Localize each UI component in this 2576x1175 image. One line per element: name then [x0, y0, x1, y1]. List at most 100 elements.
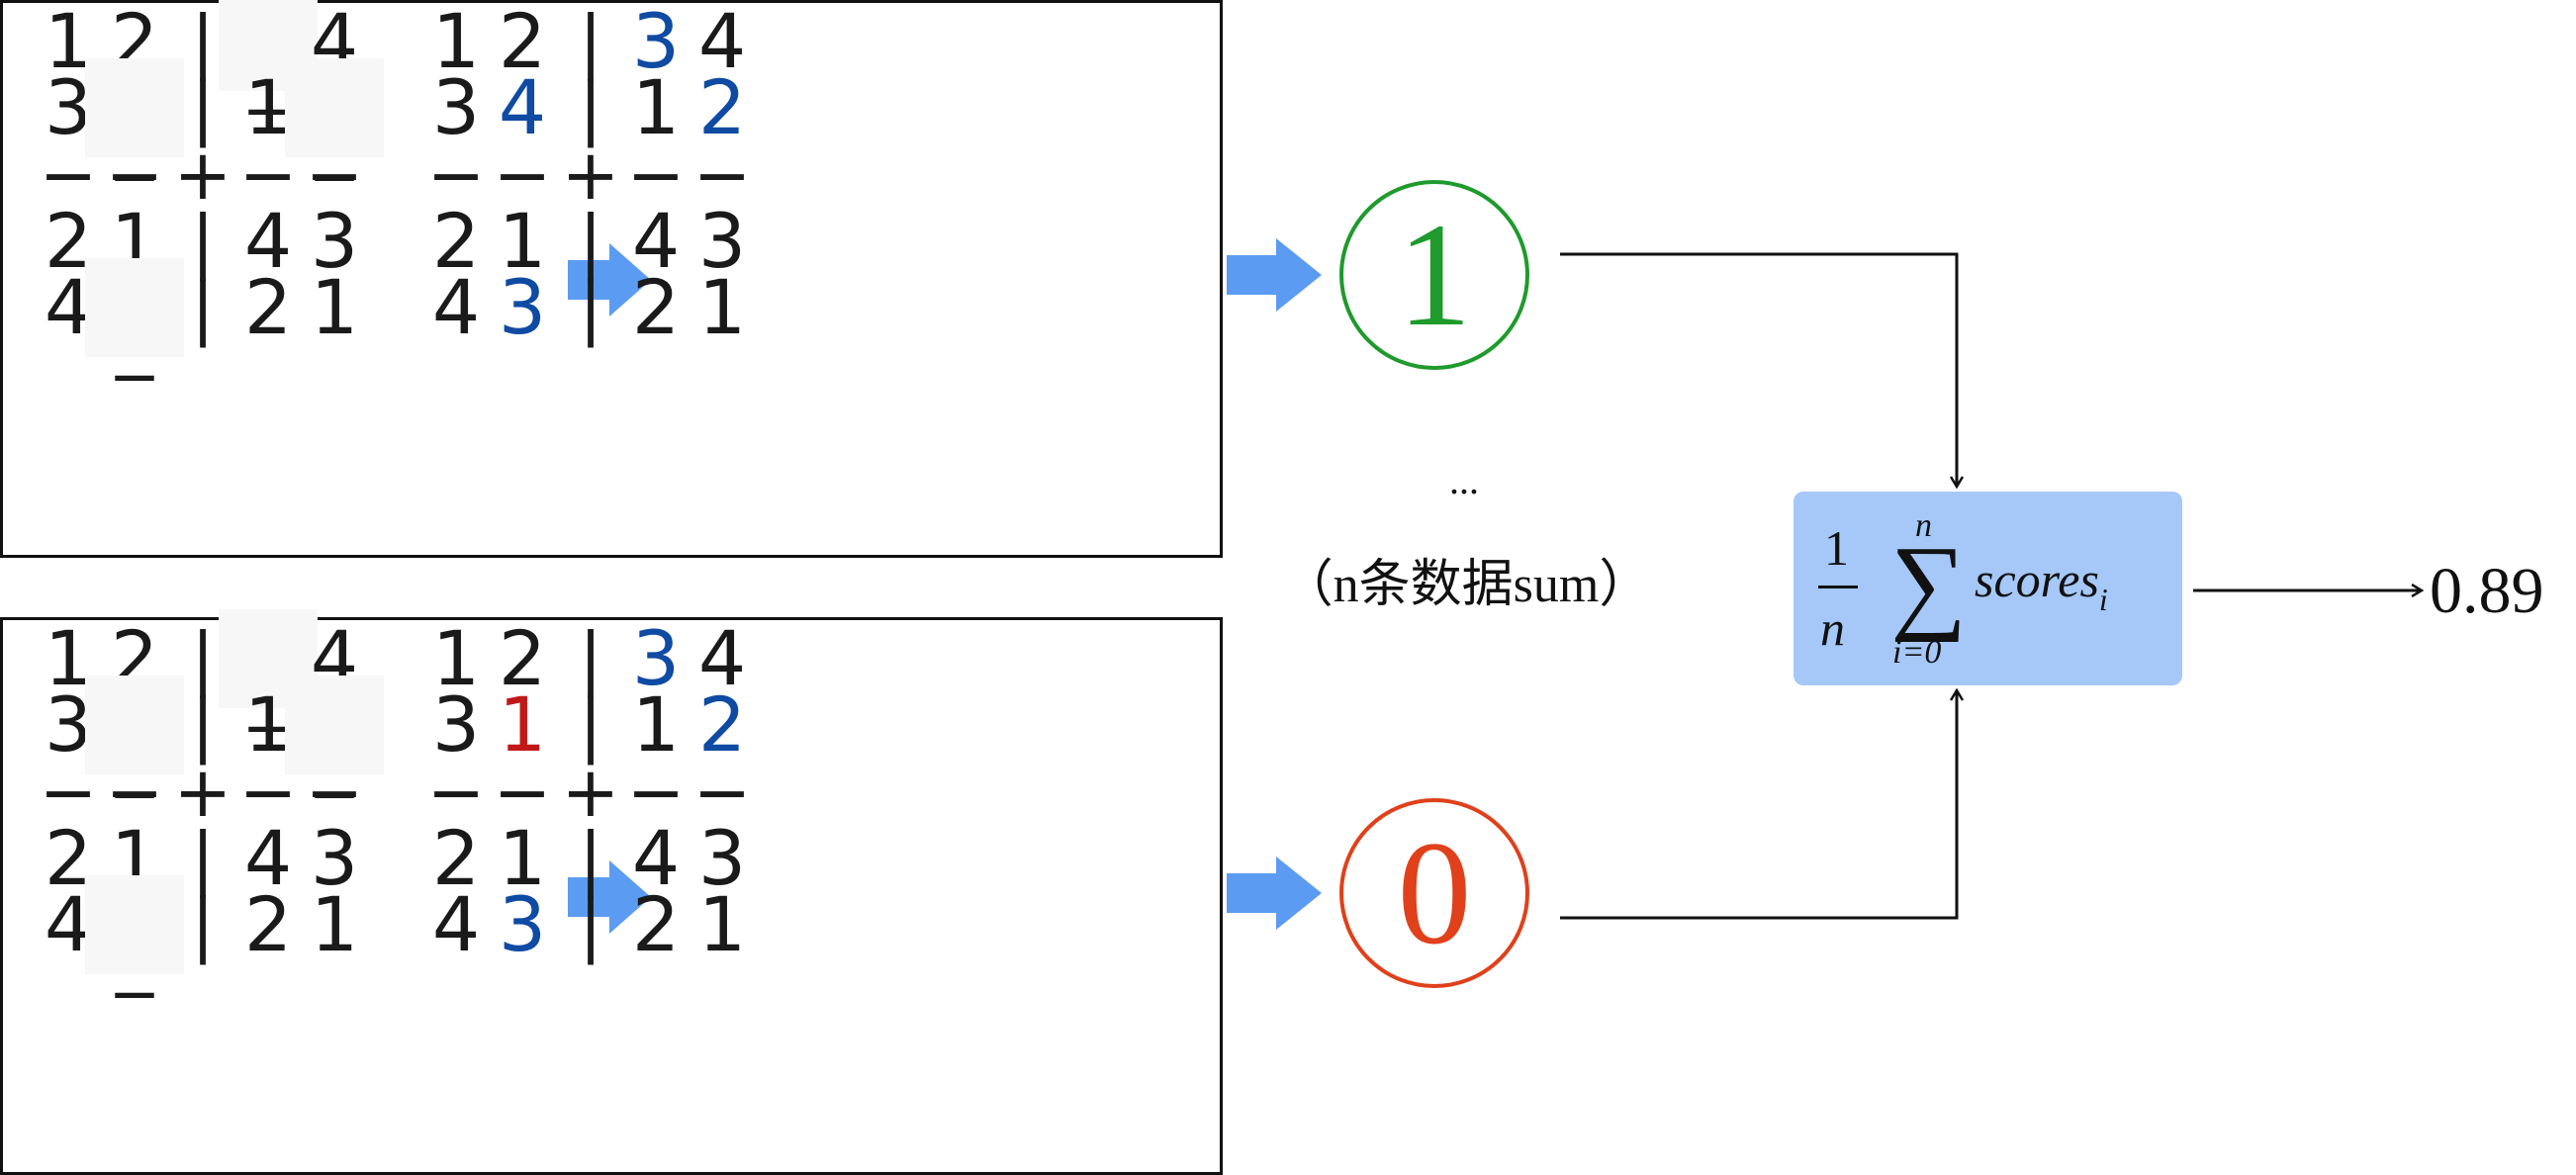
grid-separator: −: [238, 135, 298, 216]
grid-separator: |: [191, 818, 215, 899]
connector-top: [1560, 252, 1957, 487]
filled-cell: 4: [498, 63, 547, 151]
grid-separator: −: [105, 135, 164, 216]
arrow-right-icon: [568, 243, 651, 316]
filled-cell: 3: [498, 880, 547, 968]
grid-cell: 2: [431, 197, 481, 285]
grid-separator: −: [493, 752, 552, 833]
grid-cell: 1: [697, 263, 747, 351]
grid-cell: 2: [44, 197, 93, 285]
grid-cell: 4: [44, 880, 93, 968]
grid-separator: |: [191, 884, 215, 965]
grid-cell: 1: [631, 63, 681, 151]
grid-separator: |: [579, 618, 602, 699]
grid-cell: 1: [310, 880, 359, 968]
grid-cell: 4: [697, 0, 747, 85]
grid-separator: |: [191, 267, 215, 348]
filled-cell: 2: [697, 63, 747, 151]
score-value: 0: [1397, 811, 1472, 975]
grid-cell: 4: [44, 263, 93, 351]
grid-cell: 4: [631, 814, 681, 902]
grid-separator: −: [692, 752, 752, 833]
filled-cell: 3: [631, 0, 681, 85]
grid-cell: 2: [498, 0, 547, 85]
grid-separator: |: [579, 1, 602, 82]
empty-cell: _: [85, 258, 184, 375]
grid-cell: 3: [697, 197, 747, 285]
grid-cell: 2: [431, 814, 481, 902]
grid-cell: 1: [498, 814, 547, 902]
grid-cell: 4: [243, 814, 293, 902]
grid-cell: 2: [631, 263, 681, 351]
grid-cell: 2: [243, 263, 293, 351]
grid-cell: 1: [431, 614, 481, 702]
grid-cell: 1: [44, 614, 93, 702]
result-value: 0.89: [2430, 555, 2544, 627]
grid-separator: |: [579, 67, 602, 148]
grid-cell: 3: [697, 814, 747, 902]
grid-separator: −: [426, 135, 486, 216]
grid-cell: 4: [631, 197, 681, 285]
grid-separator: −: [626, 135, 686, 216]
grid-separator: +: [561, 135, 620, 216]
grid-cell: 1: [631, 680, 681, 768]
wrong-filled-cell: 1: [498, 680, 547, 768]
grid-separator: |: [191, 684, 215, 766]
empty-cell: _: [285, 676, 384, 792]
grid-cell: 3: [44, 680, 93, 768]
grid-cell: 2: [243, 880, 293, 968]
sum-lower-limit: i=0: [1892, 634, 1942, 671]
grid-cell: 3: [310, 814, 359, 902]
grid-separator: −: [493, 135, 552, 216]
grid-separator: +: [173, 752, 232, 833]
scores-subscript: i: [2098, 582, 2108, 617]
grid-cell: 3: [44, 63, 93, 151]
grid-separator: |: [191, 201, 215, 282]
grid-separator: +: [173, 135, 232, 216]
grid-cell: 1: [431, 0, 481, 85]
grid-separator: |: [579, 684, 602, 766]
arrow-right-icon: [568, 860, 651, 934]
grid-cell: 2: [631, 880, 681, 968]
grid-cell: 3: [431, 63, 481, 151]
grid-cell: 4: [697, 614, 747, 702]
empty-cell: _: [85, 676, 184, 792]
filled-cell: 3: [631, 614, 681, 702]
grid-cell: 1: [697, 880, 747, 968]
sigma-symbol: ∑: [1890, 525, 1967, 643]
filled-cell: 2: [697, 680, 747, 768]
grid-cell: 4: [431, 263, 481, 351]
grid-separator: |: [579, 884, 602, 965]
score-value: 1: [1397, 193, 1472, 357]
sum-upper-limit: n: [1915, 507, 1932, 544]
grid-cell: 2: [498, 614, 547, 702]
grid-cell: 1: [310, 263, 359, 351]
grid-separator: |: [191, 67, 215, 148]
grid-separator: −: [105, 752, 164, 833]
grid-separator: +: [561, 752, 620, 833]
fraction-denominator: n: [1820, 600, 1845, 656]
grid-cell: 1: [44, 0, 93, 85]
grid-cell: 4: [243, 197, 293, 285]
average-formula-box: 1 n n ∑ i=0 scoresi: [1794, 492, 2182, 685]
grid-separator: |: [191, 618, 215, 699]
filled-cell: 3: [498, 263, 547, 351]
ellipsis: ...: [1449, 458, 1479, 502]
grid-cell: 2: [44, 814, 93, 902]
arrow-right-icon: [1227, 857, 1322, 930]
grid-separator: |: [191, 1, 215, 82]
grid-separator: −: [692, 135, 752, 216]
grid-cell: 4: [431, 880, 481, 968]
connector-bottom: [1560, 690, 1957, 920]
score-circle-wrong: 0: [1339, 798, 1529, 988]
grid-separator: |: [579, 201, 602, 282]
empty-cell: _: [85, 58, 184, 175]
grid-separator: −: [305, 135, 364, 216]
grid-cell: 3: [431, 680, 481, 768]
empty-cell: _: [285, 58, 384, 175]
grid-separator: −: [426, 752, 486, 833]
grid-cell: 3: [310, 197, 359, 285]
